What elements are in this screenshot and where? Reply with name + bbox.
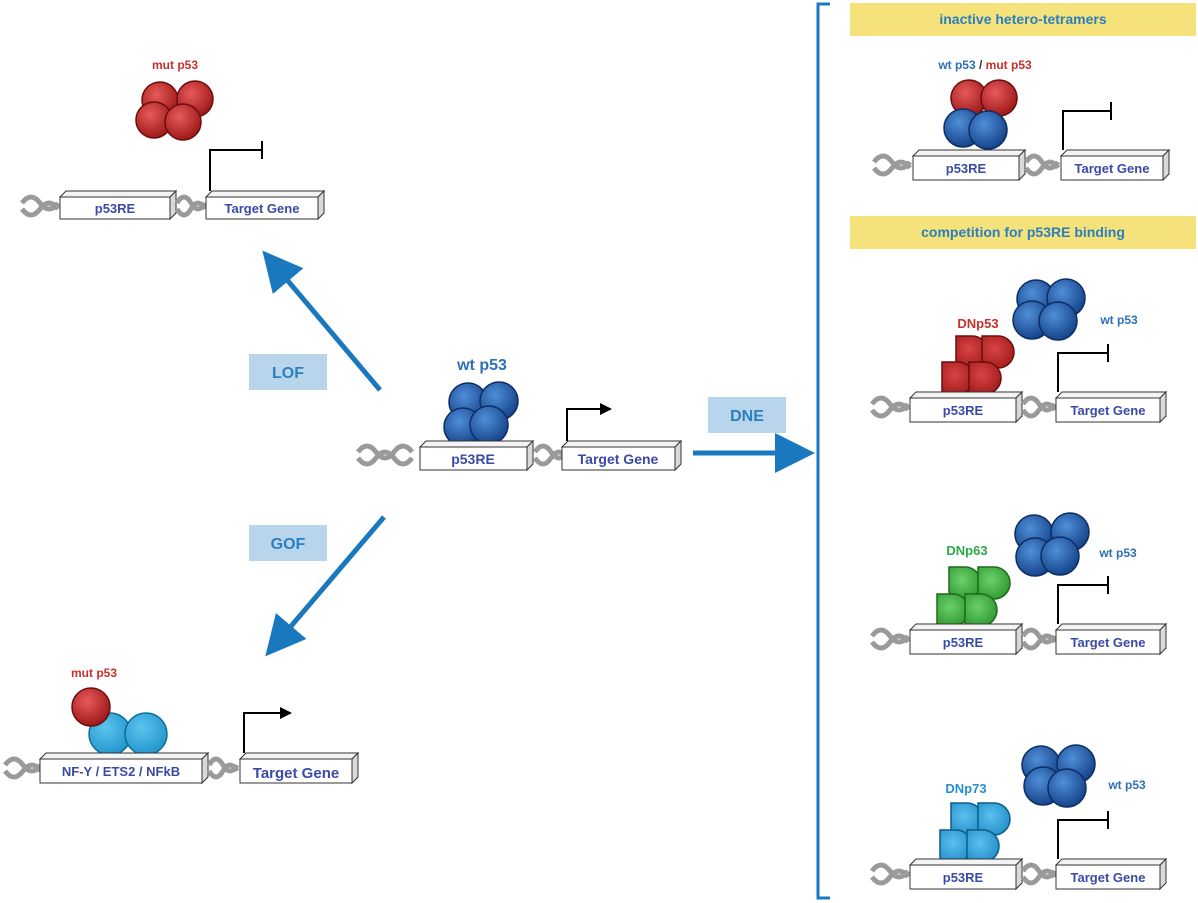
hetero-label: wt p53 / mut p53	[937, 58, 1032, 72]
gof-dna-left	[3, 756, 43, 780]
dnp63-target-gene-label: Target Gene	[1071, 635, 1146, 650]
lof-p53re-box: p53RE	[58, 189, 178, 221]
gof-label: GOF	[271, 536, 306, 553]
lof-arrow	[262, 250, 382, 392]
hetero-repressed-tss	[1062, 102, 1112, 150]
dnp73-p53re-label: p53RE	[943, 870, 984, 885]
dnp73-label: DNp73	[945, 781, 986, 796]
gof-mut-p53-label: mut p53	[71, 666, 117, 680]
center-dna-left	[356, 443, 414, 467]
dnp63-isoform-tetramer	[936, 566, 1011, 627]
dnp73-target-gene-box: Target Gene	[1054, 857, 1168, 891]
center-wt-p53-tetramer	[443, 381, 519, 447]
dnp63-label: DNp63	[946, 543, 987, 558]
hetero-target-gene-box: Target Gene	[1059, 148, 1171, 182]
dnp53-wt-p53-label: wt p53	[1099, 313, 1138, 327]
dnp63-panel: DNp63 wt p53 p53RE	[870, 512, 1168, 656]
gof-cofactor-site-label: NF-Y / ETS2 / NFkB	[62, 764, 180, 779]
gof-mut-p53-monomer	[71, 687, 111, 727]
lof-panel: LOF mut p53 p53RE Target Gene	[20, 58, 382, 392]
dnp63-p53re-box: p53RE	[908, 622, 1024, 656]
lof-label: LOF	[272, 365, 304, 382]
dnp63-dna-mid	[1020, 627, 1058, 651]
gof-panel: GOF mut p53 NF-Y / ETS2 / NFkB Target Ge…	[3, 515, 386, 785]
gof-target-gene-box: Target Gene	[238, 751, 360, 785]
dnp53-p53re-label: p53RE	[943, 403, 984, 418]
lof-target-gene-box: Target Gene	[204, 189, 326, 221]
dnp53-target-gene-label: Target Gene	[1071, 403, 1146, 418]
center-p53re-box: p53RE	[418, 439, 535, 472]
lof-p53re-label: p53RE	[95, 201, 136, 216]
dnp73-wt-p53-label: wt p53	[1107, 778, 1146, 792]
lof-dna-mid	[174, 194, 208, 218]
hetero-dna-left	[872, 153, 912, 177]
dnp53-target-gene-box: Target Gene	[1054, 390, 1168, 424]
dne-connector: DNE	[693, 2, 830, 900]
center-wt-p53-label: wt p53	[456, 357, 507, 374]
hetero-dna-mid	[1023, 153, 1061, 177]
center-p53re-label: p53RE	[451, 451, 495, 467]
lof-mut-p53-tetramer	[135, 80, 214, 141]
dnp53-repressed-tss	[1057, 344, 1109, 392]
dnp63-target-gene-box: Target Gene	[1054, 622, 1168, 656]
header-competition-label: competition for p53RE binding	[921, 224, 1125, 240]
dnp73-wt-p53-tetramer	[1021, 744, 1096, 808]
header-hetero-box	[850, 3, 1196, 36]
center-target-gene-label: Target Gene	[578, 451, 659, 467]
dnp73-repressed-tss	[1057, 811, 1109, 859]
gof-target-gene-label: Target Gene	[253, 765, 339, 782]
gof-arrow	[265, 515, 386, 657]
dnp63-dna-left	[870, 627, 910, 651]
header-hetero-label: inactive hetero-tetramers	[939, 11, 1107, 27]
dnp73-p53re-box: p53RE	[908, 857, 1024, 891]
dne-bracket	[816, 2, 830, 900]
hetero-wt-label: wt p53	[937, 58, 976, 72]
dnp73-isoform-tetramer	[939, 802, 1011, 863]
dnp53-p53re-box: p53RE	[908, 390, 1024, 424]
hetero-tetramer	[943, 79, 1018, 150]
gof-cofactor-site-box: NF-Y / ETS2 / NFkB	[38, 751, 210, 785]
dnp73-panel: DNp73 wt p53 p53RE	[870, 744, 1168, 891]
gof-activated-tss	[243, 707, 292, 753]
dnp63-wt-p53-tetramer	[1014, 512, 1090, 577]
hetero-sep: /	[976, 58, 986, 72]
dnp73-dna-left	[870, 862, 910, 886]
hetero-mut-label: mut p53	[986, 58, 1032, 72]
dnp53-panel: DNp53 wt p53 p53RE	[870, 278, 1168, 424]
dne-label-box	[708, 397, 786, 433]
center-panel: wt p53 p53RE Target Gene	[356, 357, 683, 472]
dnp63-repressed-tss	[1057, 576, 1109, 624]
dnp53-wt-p53-tetramer	[1012, 278, 1086, 341]
dnp63-wt-p53-label: wt p53	[1098, 546, 1137, 560]
dnp73-dna-mid	[1020, 862, 1058, 886]
lof-target-gene-label: Target Gene	[225, 201, 300, 216]
center-tss-arrow	[566, 403, 612, 441]
lof-label-box	[249, 354, 327, 390]
center-target-gene-box: Target Gene	[560, 439, 683, 472]
lof-dna-left	[20, 194, 60, 218]
gof-dna-mid	[206, 756, 240, 780]
dnp53-dna-left	[870, 395, 910, 419]
hetero-p53re-box: p53RE	[911, 148, 1027, 182]
hetero-target-gene-label: Target Gene	[1075, 161, 1150, 176]
header-competition-box	[850, 216, 1196, 249]
dnp53-dna-mid	[1020, 395, 1058, 419]
hetero-panel: wt p53 / mut p53 p53RE Target Gene	[872, 58, 1171, 182]
dnp53-isoform-tetramer	[941, 335, 1015, 395]
dnp53-label: DNp53	[957, 316, 998, 331]
gof-label-box	[249, 525, 327, 561]
hetero-p53re-label: p53RE	[946, 161, 987, 176]
dnp63-p53re-label: p53RE	[943, 635, 984, 650]
lof-mut-p53-label: mut p53	[152, 58, 198, 72]
lof-repressed-tss	[209, 141, 263, 191]
dnp73-target-gene-label: Target Gene	[1071, 870, 1146, 885]
dne-label: DNE	[730, 408, 764, 425]
